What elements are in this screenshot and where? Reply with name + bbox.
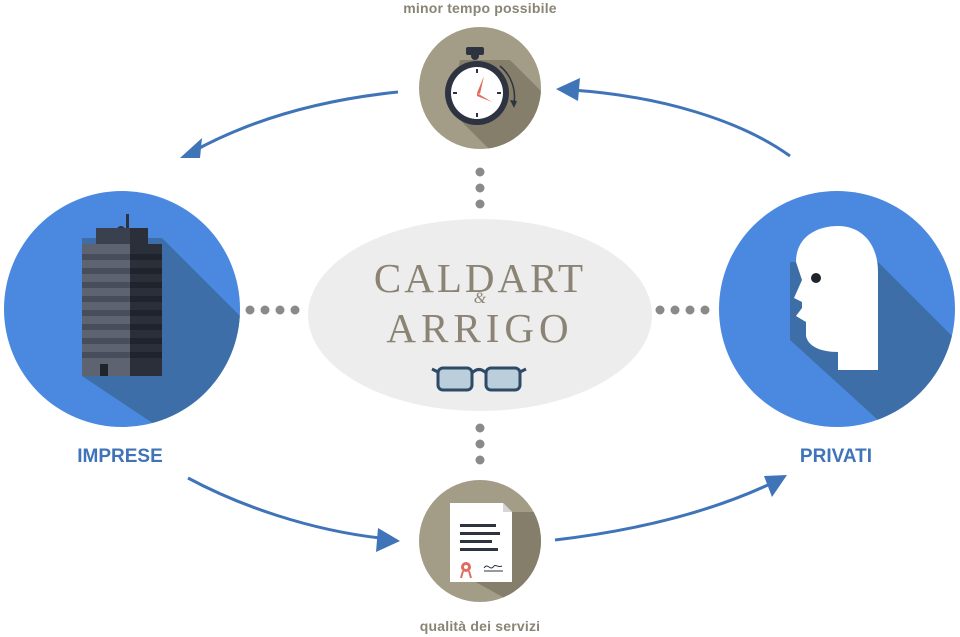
stopwatch-icon [445, 47, 517, 125]
arrow-top-right [556, 78, 791, 158]
left-node-label: IMPRESE [77, 446, 163, 467]
bottom-node-label: qualità dei servizi [419, 618, 541, 634]
servizi-circle [419, 480, 541, 602]
arrow-bottom-right [554, 475, 787, 542]
top-node-label: minor tempo possibile [403, 0, 557, 16]
imprese-circle [4, 191, 240, 427]
glasses-icon [431, 366, 527, 392]
dots-right [655, 305, 710, 315]
arrow-bottom-left [187, 476, 400, 552]
certificate-document-icon [450, 503, 512, 582]
arrow-top-left [180, 90, 399, 158]
right-node-label: PRIVATI [799, 446, 873, 467]
dots-top [475, 167, 485, 209]
dots-bottom [475, 423, 485, 465]
dots-left [245, 305, 300, 315]
privati-circle [719, 191, 955, 427]
head-profile-icon [794, 226, 878, 370]
logo-ampersand: & [473, 290, 487, 307]
building-icon [82, 214, 162, 376]
logo-ellipse [308, 219, 652, 411]
logo-line-1: CALDART [373, 255, 587, 301]
logo-line-2: ARRIGO [386, 305, 574, 351]
tempo-circle [419, 27, 541, 149]
